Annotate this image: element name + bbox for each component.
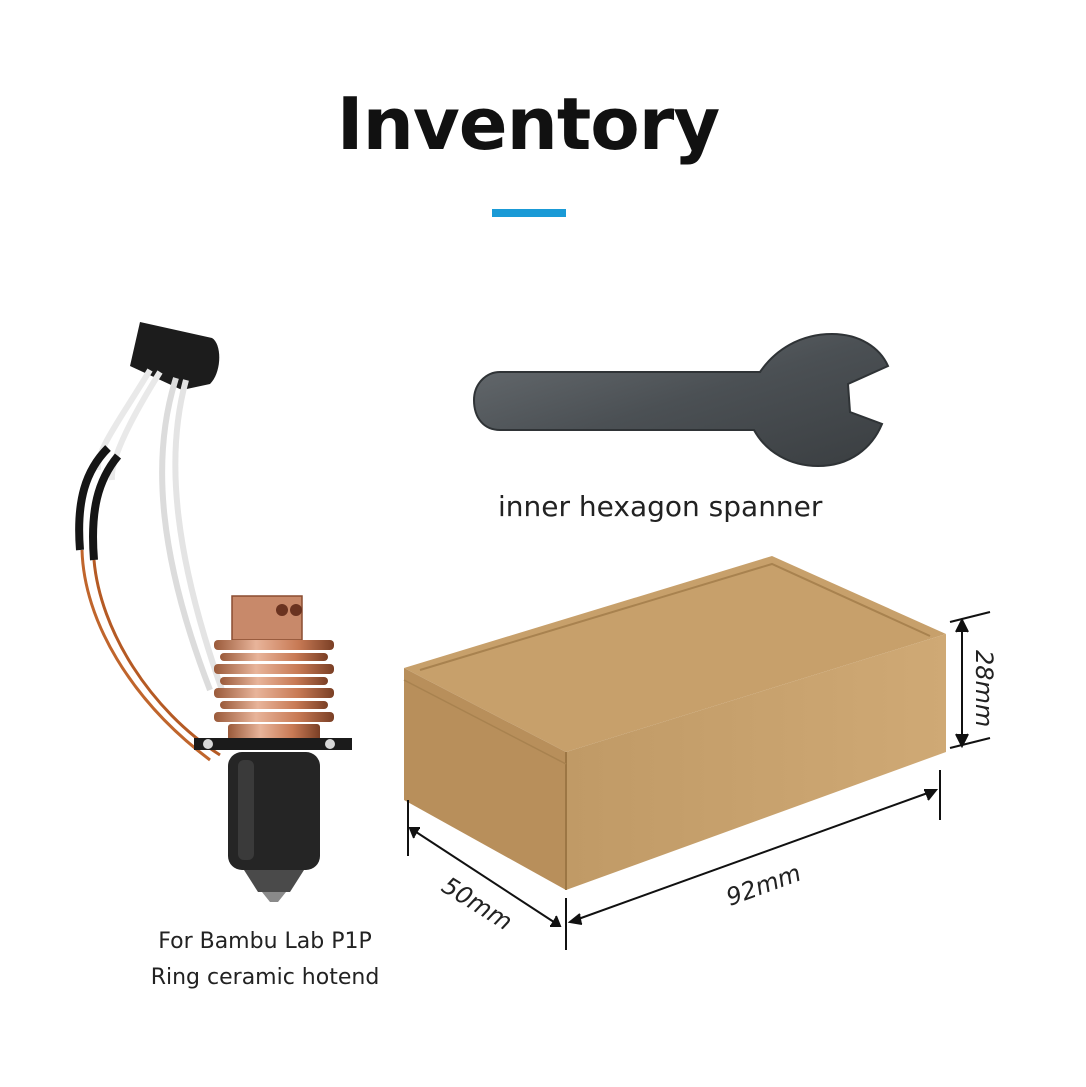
hotend-icon bbox=[75, 322, 352, 902]
box-icon bbox=[403, 556, 946, 890]
hotend-caption: For Bambu Lab P1P Ring ceramic hotend bbox=[150, 924, 380, 996]
title-accent-bar bbox=[492, 209, 566, 217]
page-title: Inventory bbox=[336, 82, 720, 166]
dimension-lines bbox=[407, 611, 991, 950]
spanner-icon bbox=[472, 332, 890, 468]
spanner-caption: inner hexagon spanner bbox=[498, 490, 823, 523]
dim-height-label: 28mm bbox=[970, 650, 998, 727]
hotend-caption-line2: Ring ceramic hotend bbox=[150, 965, 380, 990]
dim-depth-label: 50mm bbox=[437, 871, 517, 936]
hotend-caption-line1: For Bambu Lab P1P bbox=[158, 929, 372, 954]
dim-length-label: 92mm bbox=[722, 859, 804, 912]
